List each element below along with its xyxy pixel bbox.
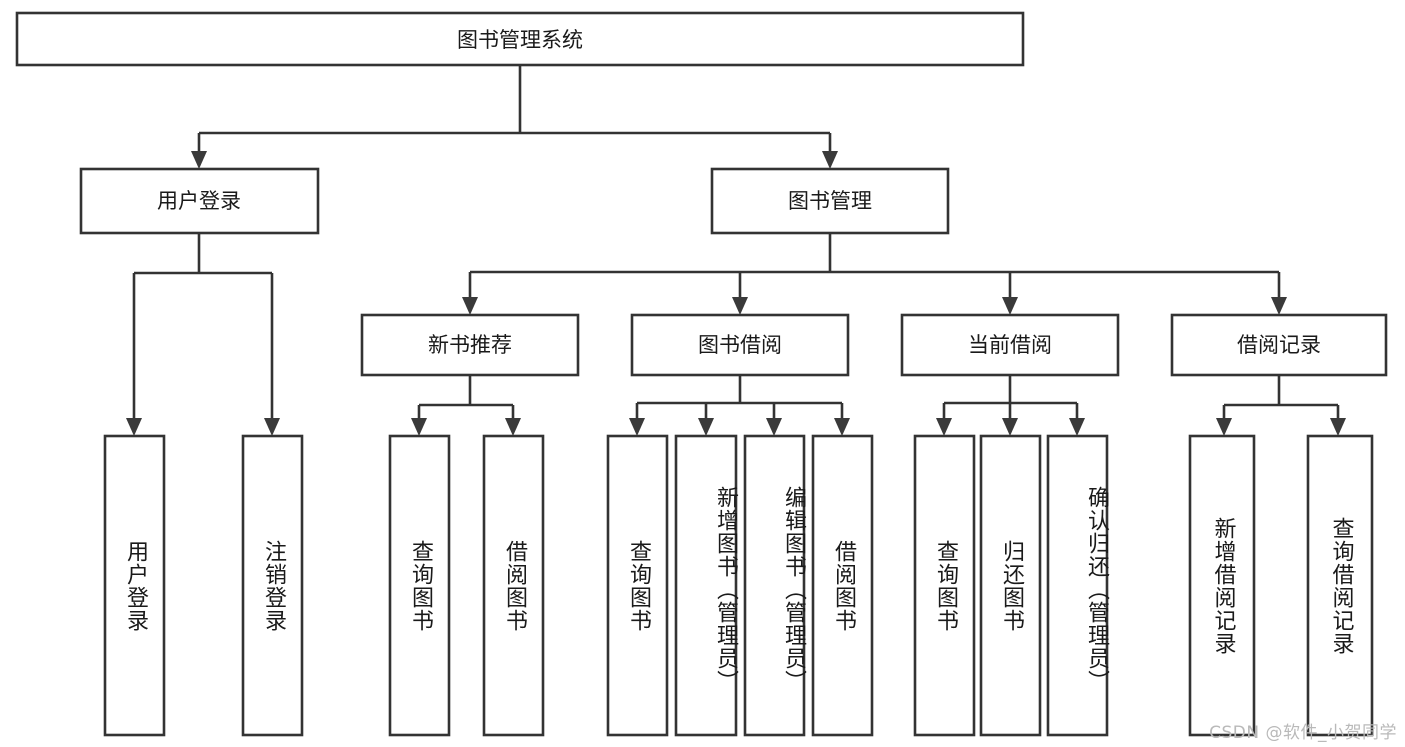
node-box-leaf-logout-login[interactable] bbox=[241, 434, 304, 737]
node-label-leaf-query-book-2: 查询图书 bbox=[625, 539, 651, 632]
node-label-new-book-rec: 新书推荐 bbox=[428, 333, 512, 357]
node-box-leaf-return-book[interactable] bbox=[979, 434, 1042, 737]
node-layer: 图书管理系统 用户登录 图书管理 新书推荐 图书借阅 当前借阅 借阅记录 bbox=[15, 11, 1388, 737]
node-label-leaf-confirm-return: 确认归还（管理员） bbox=[1084, 486, 1109, 693]
arrow-leaf-logout-login bbox=[264, 418, 280, 436]
arrow-book-manage bbox=[822, 151, 838, 169]
node-box-leaf-user-login[interactable] bbox=[103, 434, 166, 737]
connector-layer bbox=[126, 65, 1346, 436]
node-label-leaf-user-login: 用户登录 bbox=[122, 539, 148, 632]
node-label-leaf-query-record: 查询借阅记录 bbox=[1328, 516, 1354, 655]
arrow-leaf-confirm-return bbox=[1069, 418, 1085, 436]
node-label-leaf-add-book: 新增图书（管理员） bbox=[713, 486, 738, 693]
node-box-leaf-borrow-book-1[interactable] bbox=[482, 434, 545, 737]
node-label-leaf-borrow-book-2: 借阅图书 bbox=[830, 539, 856, 632]
arrow-current-borrow bbox=[1002, 297, 1018, 315]
node-box-leaf-add-record[interactable] bbox=[1188, 434, 1256, 737]
node-label-root: 图书管理系统 bbox=[457, 28, 583, 52]
arrow-leaf-user-login bbox=[126, 418, 142, 436]
node-box-leaf-confirm-return[interactable] bbox=[1046, 434, 1109, 737]
arrow-leaf-query-record bbox=[1330, 418, 1346, 436]
arrow-leaf-borrow-book-1 bbox=[505, 418, 521, 436]
node-label-leaf-return-book: 归还图书 bbox=[998, 539, 1024, 632]
csdn-watermark: CSDN @软件_小贺同学 bbox=[1209, 723, 1397, 743]
node-label-book-borrow: 图书借阅 bbox=[698, 333, 782, 357]
arrow-leaf-return-book bbox=[1002, 418, 1018, 436]
node-box-current-borrow[interactable] bbox=[900, 313, 1120, 377]
arrow-leaf-query-book-3 bbox=[936, 418, 952, 436]
node-box-user-login[interactable] bbox=[79, 167, 320, 235]
node-label-leaf-edit-book: 编辑图书（管理员） bbox=[781, 486, 806, 693]
node-box-book-manage[interactable] bbox=[710, 167, 950, 235]
arrow-leaf-query-book-2 bbox=[629, 418, 645, 436]
node-box-leaf-add-book[interactable] bbox=[674, 434, 738, 737]
node-label-user-login: 用户登录 bbox=[157, 189, 241, 213]
node-label-leaf-logout-login: 注销登录 bbox=[260, 539, 286, 632]
arrow-leaf-borrow-book-2 bbox=[834, 418, 850, 436]
arrow-new-book-rec bbox=[462, 297, 478, 315]
node-label-book-manage: 图书管理 bbox=[788, 189, 872, 213]
node-box-leaf-borrow-book-2[interactable] bbox=[811, 434, 874, 737]
node-label-leaf-add-record: 新增借阅记录 bbox=[1210, 516, 1236, 655]
arrow-leaf-edit-book bbox=[766, 418, 782, 436]
node-label-current-borrow: 当前借阅 bbox=[968, 333, 1052, 357]
node-box-leaf-query-book-3[interactable] bbox=[913, 434, 976, 737]
node-box-leaf-edit-book[interactable] bbox=[743, 434, 806, 737]
arrow-leaf-add-book bbox=[698, 418, 714, 436]
arrow-leaf-query-book-1 bbox=[411, 418, 427, 436]
node-label-borrow-record: 借阅记录 bbox=[1237, 333, 1321, 357]
node-box-leaf-query-book-1[interactable] bbox=[388, 434, 451, 737]
arrow-borrow-record bbox=[1271, 297, 1287, 315]
arrow-leaf-add-record bbox=[1216, 418, 1232, 436]
node-box-root[interactable] bbox=[15, 11, 1025, 67]
node-label-leaf-query-book-3: 查询图书 bbox=[932, 539, 958, 632]
node-box-leaf-query-record[interactable] bbox=[1306, 434, 1374, 737]
node-box-leaf-query-book-2[interactable] bbox=[606, 434, 669, 737]
node-box-book-borrow[interactable] bbox=[630, 313, 850, 377]
node-label-leaf-query-book-1: 查询图书 bbox=[407, 539, 433, 632]
node-box-new-book-rec[interactable] bbox=[360, 313, 580, 377]
arrow-user-login bbox=[191, 151, 207, 169]
node-box-borrow-record[interactable] bbox=[1170, 313, 1388, 377]
arrow-book-borrow bbox=[732, 297, 748, 315]
node-label-leaf-borrow-book-1: 借阅图书 bbox=[501, 539, 527, 632]
